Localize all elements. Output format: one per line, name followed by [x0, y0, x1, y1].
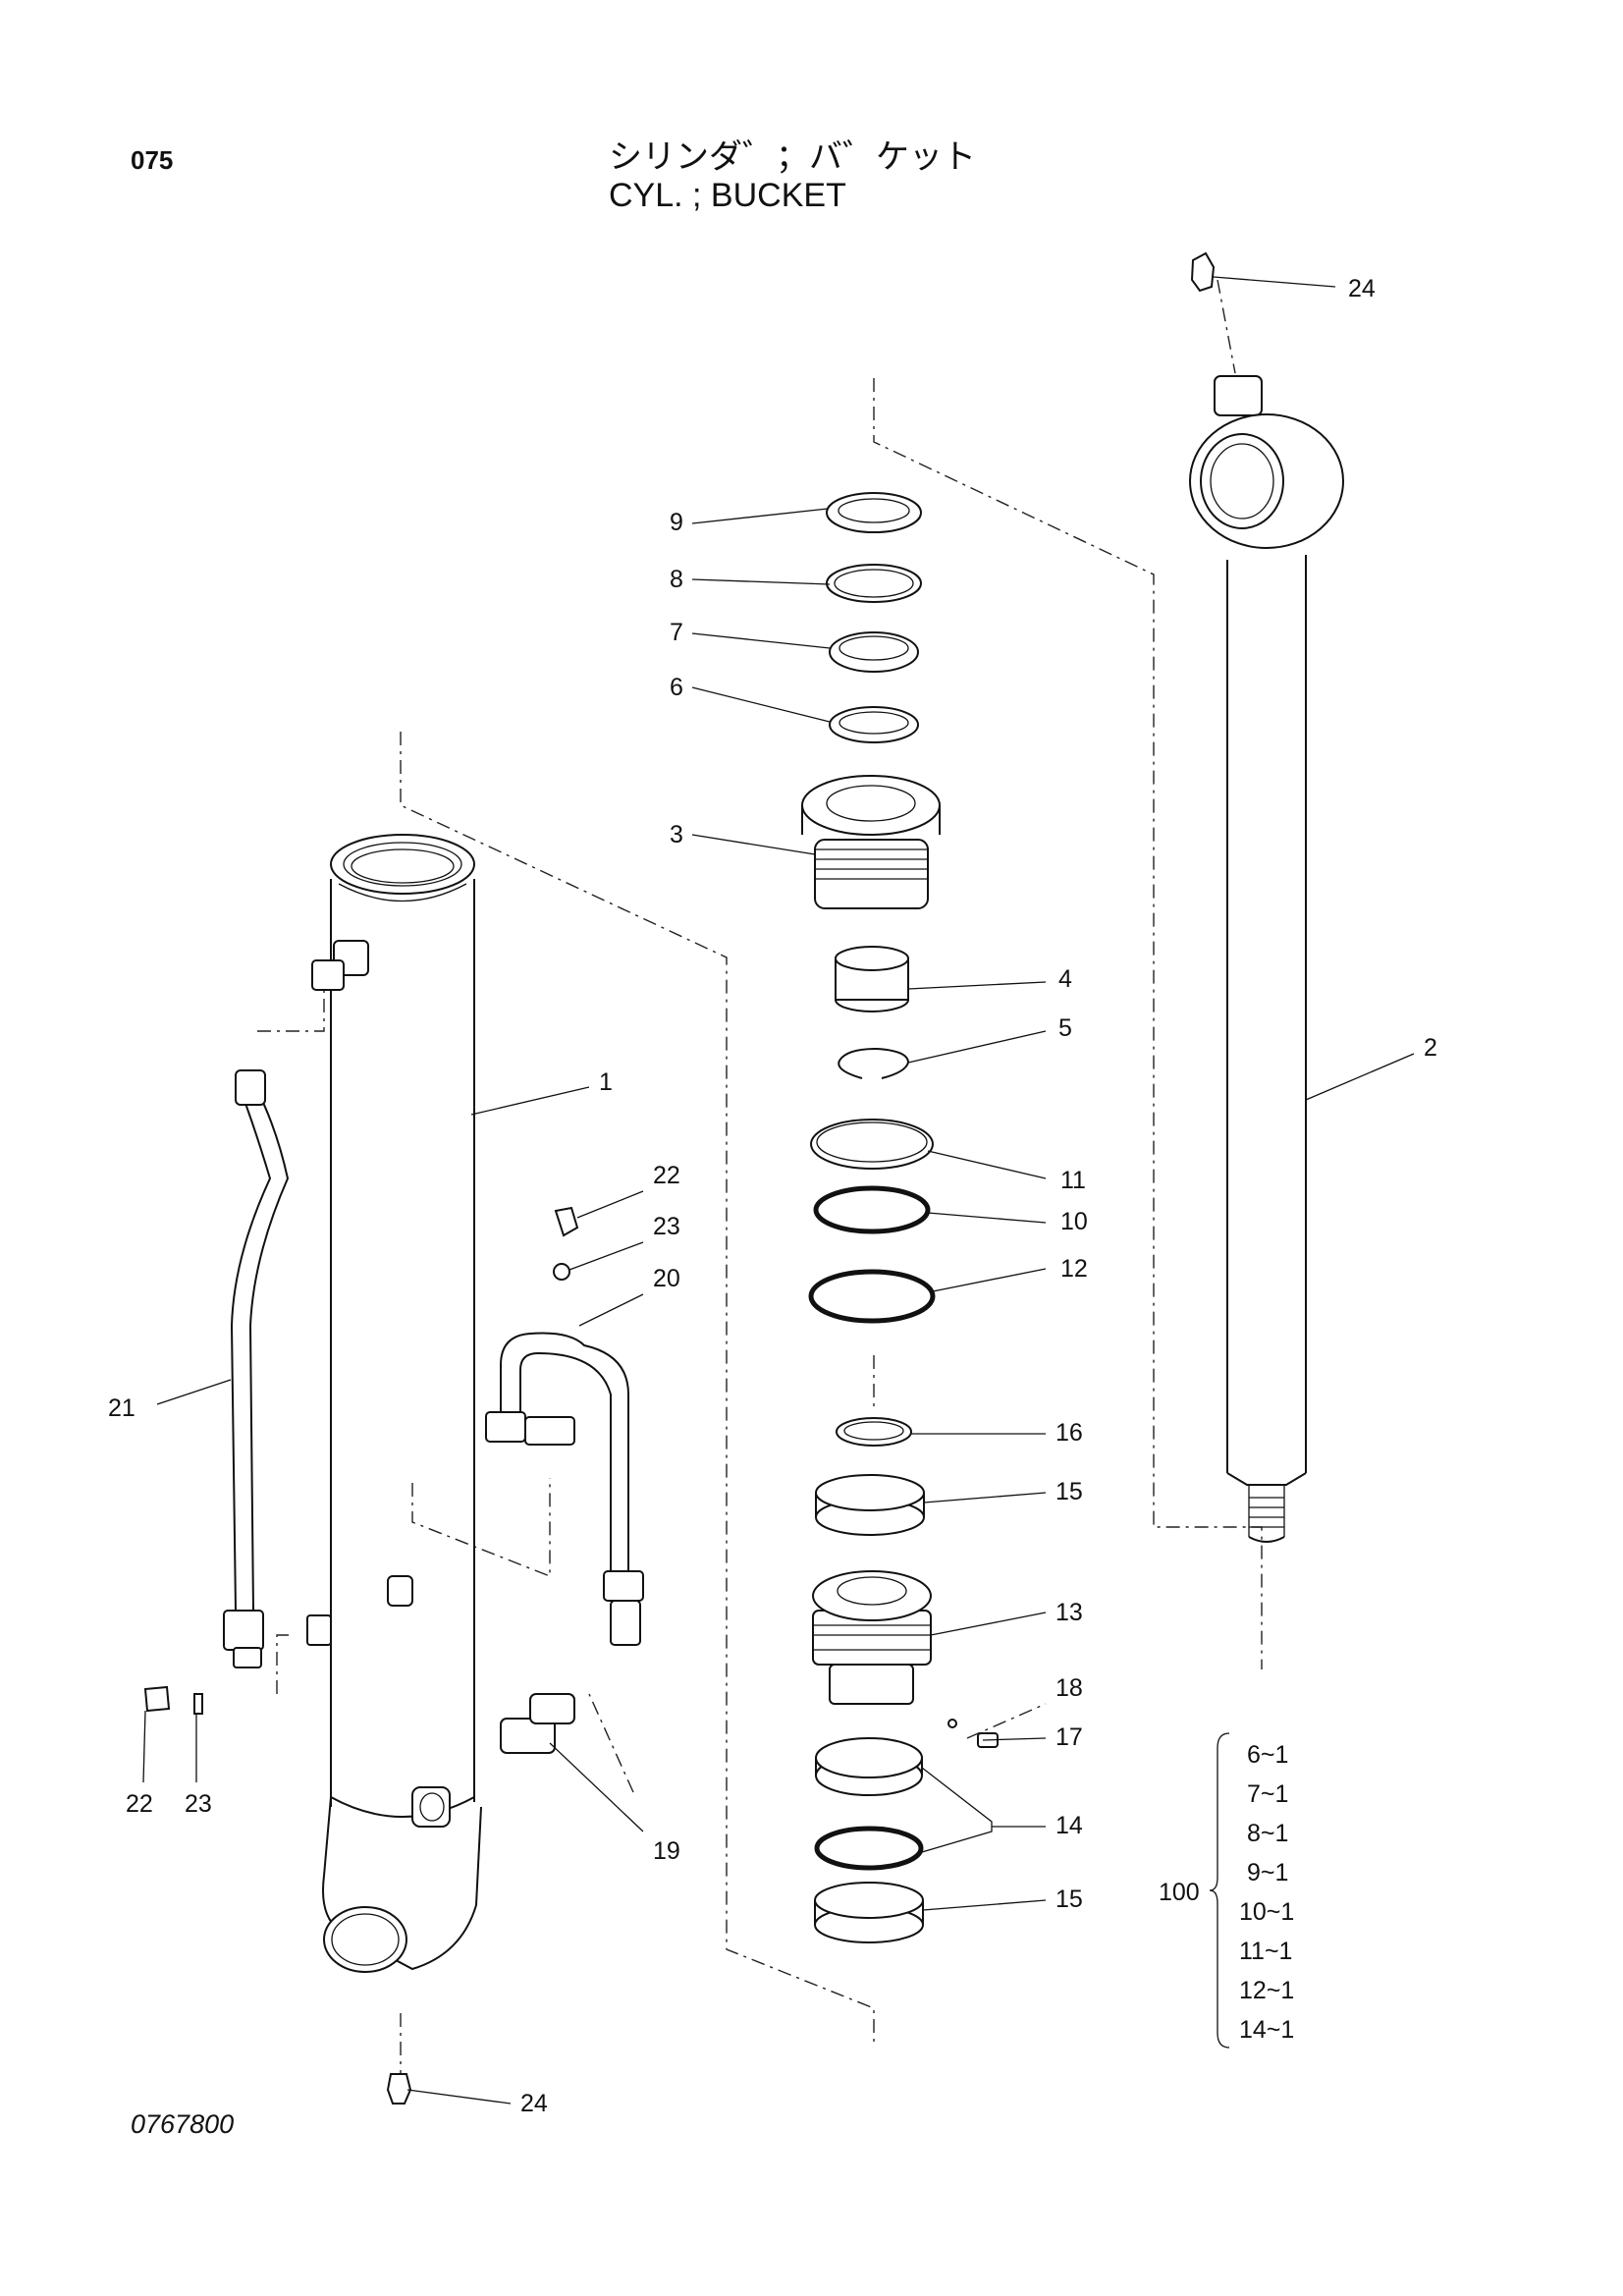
callout-24-top: 24 — [1348, 275, 1376, 302]
callout-9: 9 — [670, 509, 683, 536]
callout-11: 11 — [1060, 1167, 1086, 1194]
callout-24-bottom: 24 — [520, 2090, 548, 2117]
seal-rings-middle — [808, 1119, 936, 1324]
callout-6: 6 — [670, 674, 683, 701]
drawing-number: 0767800 — [131, 2109, 235, 2139]
callout-8: 8 — [670, 566, 683, 593]
callout-23-left: 23 — [185, 1790, 212, 1818]
callout-10: 10 — [1060, 1208, 1088, 1235]
part-2-piston-rod — [1189, 375, 1344, 1543]
kit-item-3: 9~1 — [1247, 1859, 1288, 1886]
callout-4: 4 — [1058, 965, 1072, 993]
kit-item-1: 7~1 — [1247, 1780, 1288, 1808]
title-japanese: シリンダ゛；バ゛ケット — [609, 138, 976, 176]
kit-item-7: 14~1 — [1239, 2016, 1294, 2044]
callout-23-right: 23 — [653, 1213, 680, 1240]
callout-22-left: 22 — [126, 1790, 153, 1818]
callout-5: 5 — [1058, 1014, 1072, 1042]
title-english: CYL. ; BUCKET — [609, 177, 846, 214]
part-5-snap-ring — [838, 1047, 910, 1079]
callout-14: 14 — [1055, 1812, 1083, 1839]
callout-12: 12 — [1060, 1255, 1088, 1283]
callout-3: 3 — [670, 821, 683, 848]
callout-19: 19 — [653, 1837, 680, 1865]
callout-22-right: 22 — [653, 1162, 680, 1189]
callout-1: 1 — [599, 1068, 613, 1096]
callout-16: 16 — [1055, 1419, 1083, 1447]
callout-2: 2 — [1424, 1034, 1437, 1062]
callout-15-lower: 15 — [1055, 1886, 1083, 1913]
grease-fittings-and-hoses — [143, 251, 1216, 2105]
callout-18: 18 — [1055, 1674, 1083, 1702]
callout-21: 21 — [108, 1394, 135, 1422]
callout-17: 17 — [1055, 1723, 1083, 1751]
page-number: 075 — [131, 145, 174, 175]
callout-15-upper: 15 — [1055, 1478, 1083, 1505]
part-3-rod-head — [801, 775, 941, 909]
kit-item-2: 8~1 — [1247, 1820, 1288, 1847]
kit-item-0: 6~1 — [1247, 1741, 1288, 1769]
part-1-cylinder-tube — [306, 834, 482, 1973]
leader-lines — [142, 276, 1415, 2105]
callout-20: 20 — [653, 1265, 680, 1292]
seal-rings-upper — [826, 492, 922, 743]
kit-item-5: 11~1 — [1239, 1938, 1292, 1965]
assembly-centerlines — [257, 279, 1263, 2080]
kit-item-6: 12~1 — [1239, 1977, 1294, 2004]
callout-labels: 1 2 3 4 5 6 7 8 9 11 10 12 16 15 13 18 1… — [108, 275, 1437, 2117]
kit-100-contents: 100 6~1 7~1 8~1 9~1 10~1 11~1 12~1 14~1 — [1159, 1732, 1294, 2049]
callout-13: 13 — [1055, 1599, 1083, 1626]
kit-item-4: 10~1 — [1239, 1898, 1294, 1926]
part-4-bushing — [835, 946, 909, 1012]
kit-label: 100 — [1159, 1879, 1200, 1906]
callout-7: 7 — [670, 619, 683, 646]
piston-assembly — [812, 1417, 999, 1943]
